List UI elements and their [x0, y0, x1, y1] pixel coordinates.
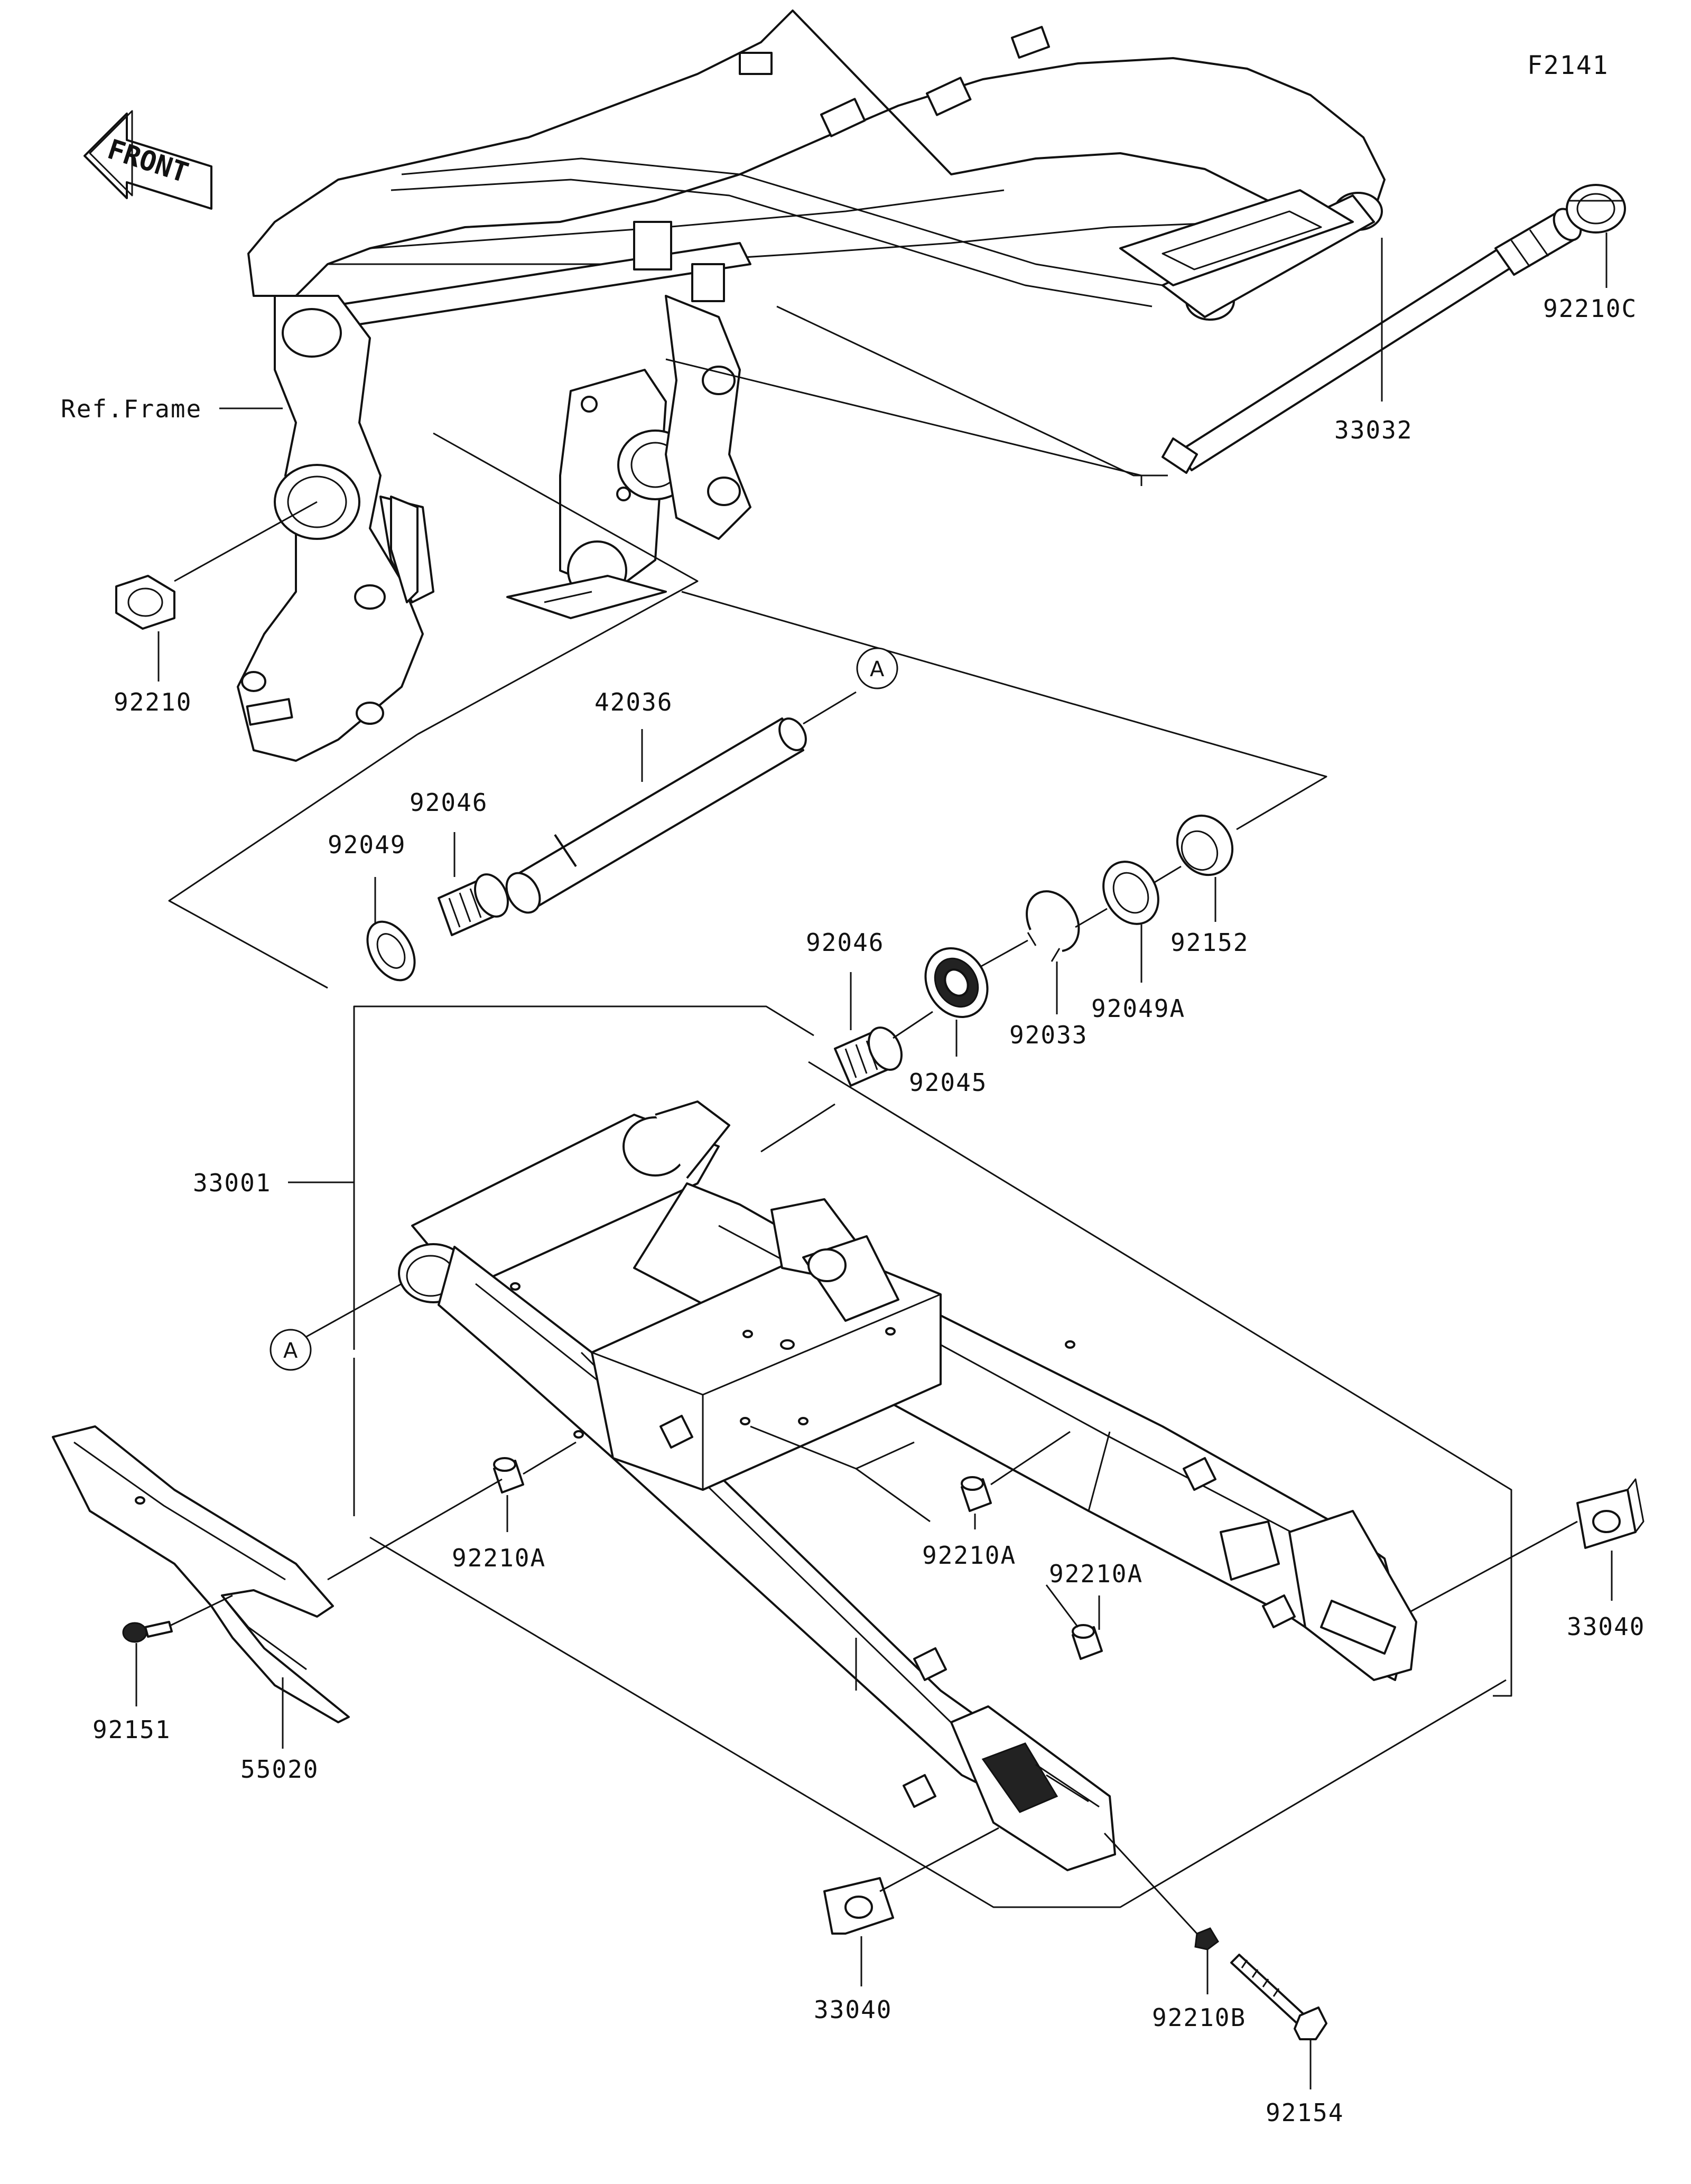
- callout-a-bottom: [270, 1329, 312, 1371]
- part-label-92210: 92210: [114, 688, 192, 716]
- swingarm-illustration: [398, 1100, 1417, 1871]
- part-92049a-seal: [1102, 861, 1159, 925]
- part-92046-needle-bearing-left: [438, 873, 509, 936]
- part-label-92210a-1: 92210A: [452, 1544, 546, 1572]
- part-92151-bolt: [122, 1621, 173, 1643]
- part-label-33040-l: 33040: [814, 1995, 892, 2024]
- part-33040-adjuster-plate-right: [1576, 1478, 1644, 1549]
- part-label-33001: 33001: [193, 1169, 271, 1197]
- part-label-92210a-3: 92210A: [1049, 1560, 1143, 1588]
- part-label-92049a: 92049A: [1091, 994, 1185, 1023]
- part-label-92210c: 92210C: [1543, 294, 1637, 323]
- ref-frame-label: Ref.Frame: [61, 395, 202, 423]
- part-92210b-nut: [1194, 1927, 1219, 1950]
- front-arrow-icon: FRONT: [83, 110, 212, 210]
- part-92210a-collar-2: [961, 1476, 992, 1512]
- callout-a-top: [856, 647, 898, 689]
- part-92210c-nut: [1566, 184, 1626, 234]
- part-92210-nut: [115, 575, 175, 630]
- part-label-92033: 92033: [1009, 1021, 1088, 1049]
- part-label-92046-a: 92046: [410, 788, 488, 817]
- figure-code: F2141: [1527, 51, 1609, 80]
- part-92210a-collar-3: [1072, 1624, 1103, 1660]
- swingarm-group-bracket: [353, 1005, 814, 1350]
- part-label-92152: 92152: [1170, 928, 1249, 957]
- part-label-33040-r: 33040: [1567, 1612, 1645, 1641]
- part-33032-pivot-shaft: [1162, 208, 1582, 474]
- part-label-92045: 92045: [909, 1068, 987, 1097]
- part-label-92046-b: 92046: [806, 928, 884, 957]
- part-92049-seal: [366, 920, 416, 982]
- part-92210a-collar-1: [493, 1457, 524, 1494]
- part-label-92154: 92154: [1266, 2098, 1344, 2127]
- part-92045-ball-bearing: [924, 947, 989, 1018]
- part-label-92049: 92049: [328, 830, 406, 859]
- part-92152-collar: [1176, 814, 1234, 876]
- callout-a-bottom-label: A: [283, 1339, 298, 1363]
- frame-illustration: [237, 10, 1386, 762]
- part-label-55020: 55020: [240, 1755, 319, 1784]
- part-label-92210a-2: 92210A: [922, 1541, 1016, 1570]
- callout-a-top-label: A: [870, 657, 885, 682]
- part-42036-axle-sleeve: [505, 717, 807, 914]
- part-92154-bolt: [1230, 1954, 1327, 2040]
- part-label-92151: 92151: [92, 1715, 171, 1744]
- part-92033-circlip: [1026, 890, 1080, 962]
- axle-group-bracket: [168, 733, 418, 989]
- part-33040-adjuster-plate-left: [823, 1877, 894, 1935]
- part-label-42036: 42036: [594, 688, 673, 716]
- part-92046-needle-bearing-right: [834, 1026, 903, 1087]
- part-label-33032: 33032: [1334, 416, 1413, 444]
- part-55020-chain-guard: [52, 1425, 350, 1723]
- part-label-92210b: 92210B: [1152, 2003, 1246, 2032]
